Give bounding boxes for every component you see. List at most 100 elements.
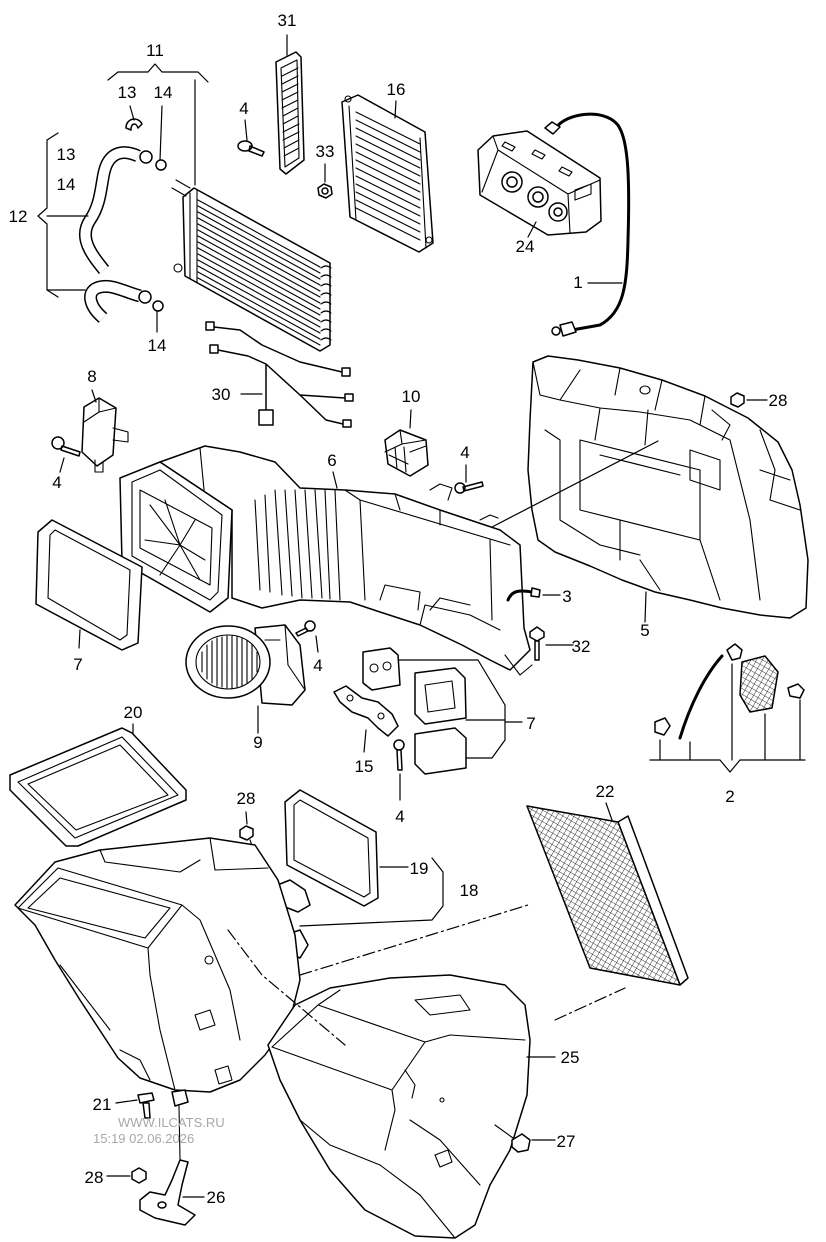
callout-3[interactable]: 3 — [562, 587, 571, 606]
part-20-seal-frame — [9, 727, 187, 847]
part-24-control-unit — [477, 130, 602, 236]
callout-27[interactable]: 27 — [557, 1132, 576, 1151]
callout-7-right[interactable]: 7 — [526, 714, 535, 733]
leader-18 — [299, 857, 444, 927]
callout-15[interactable]: 15 — [355, 757, 374, 776]
callout-13-top[interactable]: 13 — [118, 83, 137, 102]
part-22-filter — [526, 805, 689, 986]
nut-28-bottom — [131, 1167, 147, 1184]
callout-4-center[interactable]: 4 — [460, 443, 469, 462]
seal-19-inner — [293, 799, 371, 898]
part-30-wiring-harness — [205, 321, 354, 428]
control-unit-details — [481, 135, 601, 234]
callout-18[interactable]: 18 — [460, 881, 479, 900]
callout-28-right[interactable]: 28 — [769, 391, 788, 410]
part-11-heat-exchanger — [171, 179, 332, 352]
link-plate — [739, 655, 779, 713]
callout-21[interactable]: 21 — [93, 1095, 112, 1114]
callout-16[interactable]: 16 — [387, 80, 406, 99]
part-10-connector — [384, 429, 429, 477]
callout-31[interactable]: 31 — [278, 11, 297, 30]
seal-small-b-inner — [424, 680, 456, 713]
callout-2[interactable]: 2 — [725, 787, 734, 806]
callout-32[interactable]: 32 — [572, 637, 591, 656]
core-16-fins — [344, 95, 433, 249]
callout-4-blower[interactable]: 4 — [313, 656, 322, 675]
clip-27 — [511, 1133, 531, 1153]
watermark-site: WWW.ILCATS.RU — [118, 1115, 225, 1130]
nut-28-middle — [239, 825, 254, 841]
bracket-26 — [139, 1159, 196, 1226]
callout-leaders — [37, 34, 768, 1198]
callout-12[interactable]: 12 — [9, 207, 28, 226]
harness-wires — [213, 326, 346, 425]
control-knobs — [501, 171, 568, 222]
seal-group-bracket — [397, 659, 523, 759]
callout-26[interactable]: 26 — [207, 1188, 226, 1207]
callout-1[interactable]: 1 — [573, 273, 582, 292]
callout-9[interactable]: 9 — [253, 733, 262, 752]
callout-14-top[interactable]: 14 — [154, 83, 173, 102]
callout-19[interactable]: 19 — [410, 859, 429, 878]
callout-14-left[interactable]: 14 — [57, 175, 76, 194]
screw-left — [51, 436, 81, 457]
callout-10[interactable]: 10 — [402, 387, 421, 406]
part-9-blower-motor — [185, 624, 306, 706]
part-5-housing — [527, 355, 809, 619]
housing-25-outline — [267, 974, 531, 1239]
callout-20[interactable]: 20 — [124, 703, 143, 722]
callout-24[interactable]: 24 — [516, 237, 535, 256]
seal-left-inner — [47, 529, 131, 641]
callout-4-bracket[interactable]: 4 — [395, 807, 404, 826]
lower-housing-left-outline — [14, 837, 301, 1093]
assembly-line-6-5 — [491, 440, 659, 528]
callout-14-bottom[interactable]: 14 — [148, 336, 167, 355]
part-31-grille — [275, 51, 305, 175]
fan-wheel — [185, 625, 271, 699]
intake-frame-inner — [131, 469, 223, 601]
part-7-seal-left — [35, 519, 143, 651]
clip-13 — [125, 118, 143, 131]
seal-small-a — [362, 647, 401, 691]
callout-4-top[interactable]: 4 — [239, 99, 248, 118]
callout-30[interactable]: 30 — [212, 385, 231, 404]
callout-11[interactable]: 11 — [146, 41, 164, 60]
callout-28-middle[interactable]: 28 — [237, 789, 256, 808]
connector-grid — [384, 429, 427, 473]
screw-top — [237, 140, 265, 157]
callout-25[interactable]: 25 — [561, 1048, 580, 1067]
nut-28-right — [730, 392, 745, 408]
core-16-outline — [341, 94, 434, 253]
callout-6[interactable]: 6 — [327, 451, 336, 470]
part-16-core — [341, 94, 434, 253]
lower-housing-left-details — [17, 837, 269, 1091]
part-3-hose — [506, 589, 534, 602]
callout-8[interactable]: 8 — [87, 367, 96, 386]
screw-bracket — [393, 739, 405, 771]
link-parts — [654, 643, 805, 736]
bolt-32 — [529, 626, 545, 661]
housing-6-body — [159, 445, 531, 671]
part-7-seals-right — [362, 647, 523, 775]
bracket-15-body — [333, 685, 399, 737]
callout-5[interactable]: 5 — [640, 621, 649, 640]
housing-drain — [171, 1089, 189, 1107]
lower-housing-left — [14, 837, 301, 1093]
assembly-line-a — [227, 929, 346, 1046]
hose-fittings — [138, 150, 167, 312]
part-15-bracket — [333, 685, 399, 737]
callout-28-bottom[interactable]: 28 — [85, 1168, 104, 1187]
part-8-actuator — [81, 397, 129, 473]
assembly-line-c — [554, 987, 626, 1021]
housing-5-details — [532, 361, 801, 601]
callout-7-left[interactable]: 7 — [73, 655, 82, 674]
part-25-housing — [267, 974, 531, 1239]
callout-22[interactable]: 22 — [596, 782, 615, 801]
callout-33[interactable]: 33 — [316, 142, 335, 161]
watermark-timestamp: 15:19 02.06.2026 — [93, 1131, 194, 1146]
part-19-seal — [284, 789, 379, 907]
callout-4-left[interactable]: 4 — [52, 473, 61, 492]
screw-blower — [295, 620, 316, 637]
callout-13-left[interactable]: 13 — [57, 145, 76, 164]
